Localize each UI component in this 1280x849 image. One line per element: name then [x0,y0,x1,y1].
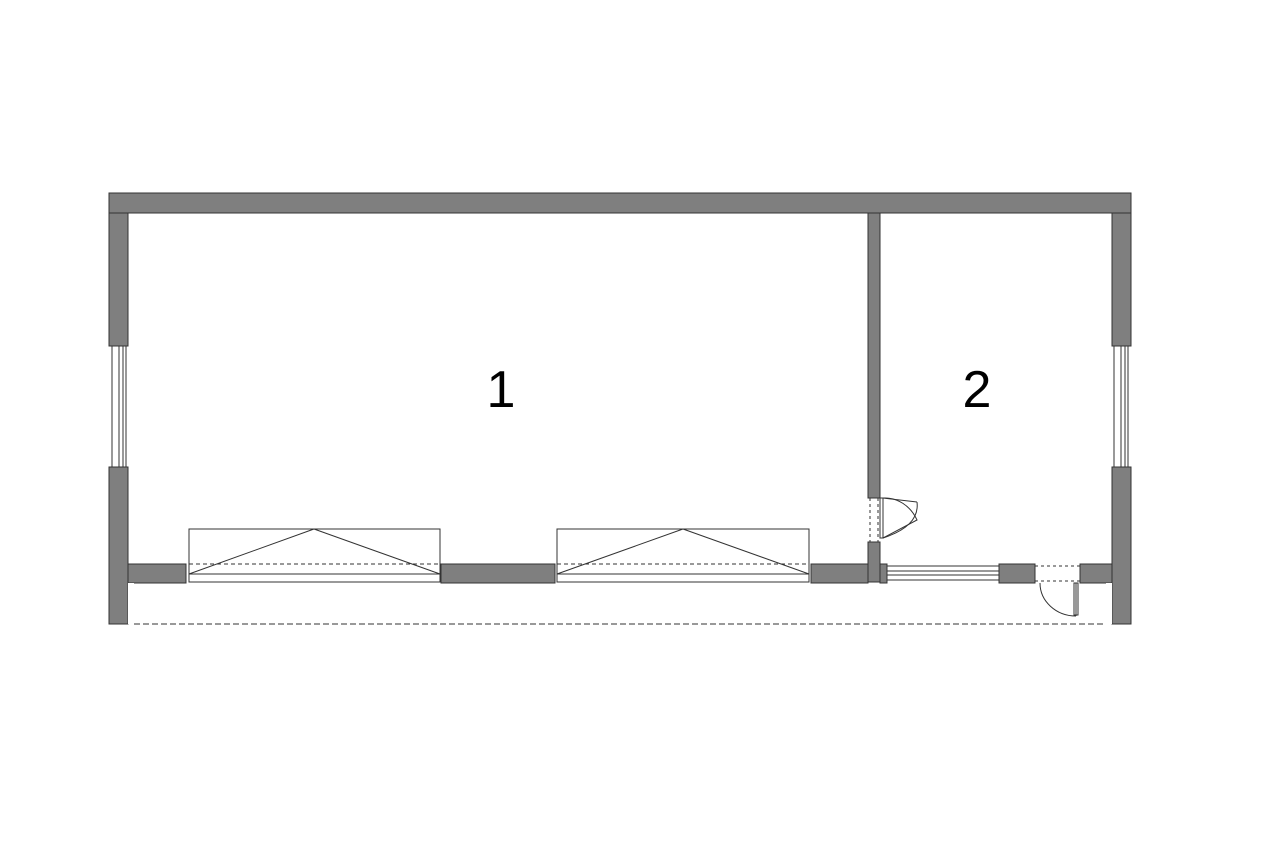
room-label-1: 1 [487,361,516,419]
walls [108,192,1132,625]
window-front-room2 [886,565,1000,581]
wall-left-lower [108,466,129,625]
wall-partition-upper [867,212,881,499]
wall-right-upper [1111,212,1132,347]
door-exterior [1035,565,1080,617]
garage-door-left [188,528,441,583]
wall-front-segment-4 [879,563,888,584]
window-right [1113,345,1129,468]
windows [111,345,1129,581]
wall-front-segment-2 [440,563,556,584]
door-interior [869,497,918,542]
canopy-opening-right [1106,583,1112,624]
canopy-opening-left [128,583,134,624]
wall-front-segment-3 [810,563,869,584]
window-left [111,345,127,468]
wall-front-segment-1 [127,563,187,584]
wall-top [108,192,1132,214]
wall-left-upper [108,212,129,347]
wall-front-segment-6 [1079,563,1113,584]
wall-right-lower [1111,466,1132,625]
room-label-2: 2 [963,361,992,419]
garage-door-right [556,528,810,583]
wall-front-segment-5 [998,563,1036,584]
wall-partition-lower [867,541,881,583]
